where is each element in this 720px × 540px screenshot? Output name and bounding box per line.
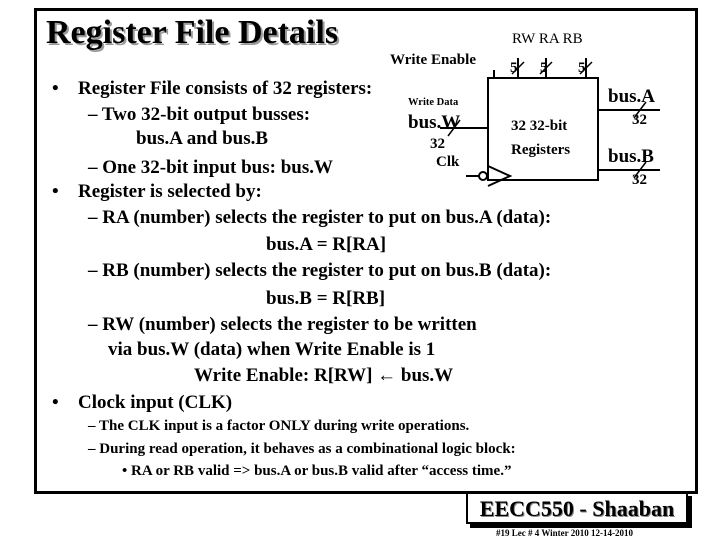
clk-triangle	[487, 165, 513, 187]
bullet-registers: Register File consists of 32 registers:	[78, 78, 373, 99]
sub-rb-equation: bus.B = R[RB]	[266, 288, 386, 309]
slide-meta: #19 Lec # 4 Winter 2010 12-14-2010	[496, 528, 633, 538]
busb-width-label: 32	[632, 172, 647, 188]
busb-slash	[633, 161, 647, 179]
bullet-marker: •	[52, 392, 59, 413]
busa-slash	[633, 101, 647, 119]
clk-label: Clk	[436, 154, 460, 170]
sub-input-bus: – One 32-bit input bus: bus.W	[88, 157, 333, 178]
sub-rw: – RW (number) selects the register to be…	[88, 314, 477, 335]
sub-output-busses: – Two 32-bit output busses:	[88, 104, 311, 125]
slide-frame	[34, 8, 698, 494]
course-footer-box: EECC550 - Shaaban	[466, 492, 688, 524]
sub-ra: – RA (number) selects the register to pu…	[88, 207, 552, 228]
busw-slash	[447, 119, 461, 137]
bullet-marker: •	[52, 181, 59, 202]
busa-label: bus.A	[608, 86, 655, 107]
sub-clk-write: – The CLK input is a factor ONLY during …	[88, 418, 470, 434]
busa-width-label: 32	[632, 112, 647, 128]
rw-ra-rb-label: RW RA RB	[512, 31, 583, 47]
rb-slash	[579, 61, 593, 75]
ra-slash	[539, 61, 553, 75]
sub-output-busses-cont: bus.A and bus.B	[136, 128, 269, 149]
course-footer-label: EECC550 - Shaaban	[479, 496, 675, 521]
bullet-marker: •	[52, 78, 59, 99]
register-file-box	[487, 77, 599, 181]
sub-clk-read: – During read operation, it behaves as a…	[88, 441, 516, 457]
busw-width-label: 32	[430, 136, 445, 152]
bullet-clock: Clock input (CLK)	[78, 392, 233, 413]
slide-title: Register File Details	[46, 14, 339, 51]
write-data-label: Write Data	[408, 97, 459, 108]
sub-rb: – RB (number) selects the register to pu…	[88, 260, 552, 281]
rb-width-label: 5	[578, 60, 586, 76]
register-count-label: 32 32-bit	[511, 118, 568, 134]
sub-rw-cont: via bus.W (data) when Write Enable is 1	[108, 339, 436, 360]
registers-label: Registers	[511, 142, 571, 158]
sub-ra-equation: bus.A = R[RA]	[266, 234, 387, 255]
sub-clk-access-time: • RA or RB valid => bus.A or bus.B valid…	[122, 463, 512, 479]
bullet-selection: Register is selected by:	[78, 181, 262, 202]
busb-label: bus.B	[608, 146, 654, 167]
write-enable-label: Write Enable	[390, 52, 476, 68]
ra-width-label: 5	[540, 60, 548, 76]
rw-slash	[511, 61, 525, 75]
busw-label: bus.W	[408, 112, 461, 133]
rw-width-label: 5	[510, 60, 518, 76]
sub-rw-equation: Write Enable: R[RW] ← bus.W	[194, 365, 454, 386]
clk-bubble	[478, 171, 488, 181]
